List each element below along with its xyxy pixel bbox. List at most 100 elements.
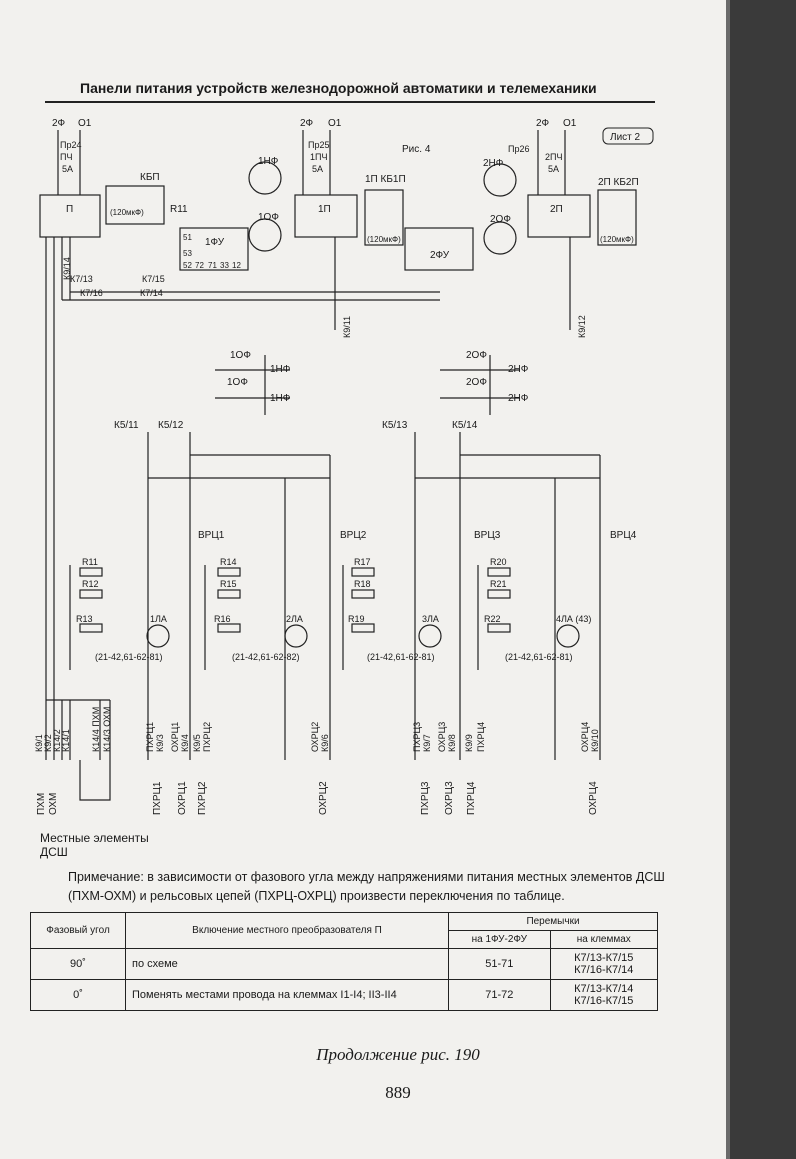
- bottom-terminal: К9/2: [43, 734, 53, 752]
- output-label: ПХРЦ2: [197, 781, 208, 815]
- resistor-label: R18: [354, 579, 371, 589]
- terminal-label: К9/11: [342, 316, 352, 338]
- resistor-label: R11: [82, 557, 98, 567]
- capacitor-label: КБП: [140, 172, 160, 183]
- contact-label: 1НФ: [270, 393, 291, 404]
- terminal-label: К7/15: [142, 274, 165, 284]
- bottom-terminal: К9/1: [34, 734, 44, 752]
- bottom-terminal: ПХРЦ4: [476, 722, 486, 752]
- terminal-label: К7/16: [80, 288, 103, 298]
- cell-terminals: К7/13-К7/14 К7/16-К7/15: [549, 979, 659, 1011]
- capacitance-label: (120мкФ): [367, 235, 401, 244]
- lamp-ref: (21-42,61-62-82): [232, 652, 300, 662]
- pin-label: 12: [232, 261, 241, 270]
- lamp-ref: (21-42,61-62-81): [95, 652, 163, 662]
- fuse-label: Пр25: [308, 140, 330, 150]
- lamp-label: 3ЛА: [422, 614, 439, 624]
- bottom-terminal: К9/3: [155, 734, 165, 752]
- bottom-terminal: К14/2: [52, 729, 62, 752]
- terminal-jumper: К7/13-К7/15: [574, 952, 634, 964]
- output-label: ПХРЦ4: [466, 781, 477, 815]
- terminal-jumper: К7/16-К7/14: [574, 964, 634, 976]
- page-number: 889: [385, 1083, 411, 1102]
- bus-label: О1: [78, 118, 92, 129]
- fuse-label: Пр24: [60, 140, 82, 150]
- capacitor-label: 1П КБ1П: [365, 174, 406, 185]
- bottom-terminal: К14/4 ПХМ: [91, 707, 101, 752]
- contact-label: 1НФ: [270, 364, 291, 375]
- capacitor-label: 2П КБ2П: [598, 177, 639, 188]
- bottom-terminal: К9/6: [320, 734, 330, 752]
- bus-label: 2Ф: [536, 118, 550, 129]
- fuse-label: 1ПЧ: [310, 152, 327, 162]
- output-label: ОХРЦ1: [177, 781, 188, 815]
- local-elements-label: ДСШ: [40, 845, 68, 859]
- terminal-label: К9/14: [62, 257, 72, 280]
- relay-block-label: 2ФУ: [430, 250, 450, 261]
- phase-table: Фазовый угол Включение местного преобраз…: [30, 912, 659, 1011]
- table-row: 90˚ по схеме 51-71 К7/13-К7/15 К7/16-К7/…: [30, 948, 659, 980]
- bottom-terminal: ПХРЦ3: [412, 722, 422, 752]
- col-header-jumpers: Перемычки: [448, 912, 658, 931]
- k5-terminal: К5/13: [382, 420, 408, 431]
- k5-terminal: К5/12: [158, 420, 184, 431]
- motor-label: 2ОФ: [490, 214, 511, 225]
- bottom-terminal: ОХРЦ4: [580, 722, 590, 752]
- cell-angle: 0˚: [30, 979, 126, 1011]
- motor-label: 1ОФ: [258, 212, 279, 223]
- local-elements-label: Местные элементы: [40, 831, 149, 845]
- relay-block-label: 1ФУ: [205, 237, 225, 248]
- resistor-label: R21: [490, 579, 507, 589]
- pin-label: 72: [195, 261, 204, 270]
- bottom-terminal: ОХРЦ1: [170, 722, 180, 752]
- fuse-label: Пр26: [508, 144, 530, 154]
- bottom-terminal: К9/9: [464, 734, 474, 752]
- output-label: ОХРЦ2: [318, 781, 329, 815]
- cell-angle: 90˚: [30, 948, 126, 980]
- bottom-terminal: К14/1: [61, 729, 71, 752]
- resistor-label: R13: [76, 614, 93, 624]
- bus-label: 2Ф: [52, 118, 66, 129]
- bottom-terminal: ПХРЦ2: [202, 722, 212, 752]
- capacitance-label: (120мкФ): [110, 208, 144, 217]
- sheet-label: Лист 2: [610, 132, 641, 143]
- bottom-terminal: ОХРЦ2: [310, 722, 320, 752]
- bus-label: О1: [563, 118, 577, 129]
- bottom-terminal: ОХРЦ3: [437, 722, 447, 752]
- bottom-terminal: К9/10: [590, 729, 600, 752]
- contact-label: 2НФ: [508, 393, 529, 404]
- converter-label: 1П: [318, 204, 331, 215]
- fuse-label: 5А: [312, 164, 323, 174]
- resistor-label: R14: [220, 557, 237, 567]
- cell-terminals: К7/13-К7/15 К7/16-К7/14: [549, 948, 659, 980]
- terminal-label: К7/13: [70, 274, 93, 284]
- bottom-terminal: К9/5: [192, 734, 202, 752]
- motor-label: 1НФ: [258, 156, 279, 167]
- resistor-label: R22: [484, 614, 501, 624]
- bottom-terminal: К9/4: [180, 734, 190, 752]
- terminal-label: К9/12: [577, 315, 587, 338]
- k5-terminal: К5/11: [114, 420, 139, 431]
- figure-label: Рис. 4: [402, 144, 431, 155]
- pin-label: 53: [183, 249, 192, 258]
- col-header-terminals: на клеммах: [549, 930, 659, 949]
- resistor-label: R15: [220, 579, 237, 589]
- cell-fu: 71-72: [448, 979, 551, 1011]
- col-header-action: Включение местного преобразователя П: [125, 912, 449, 949]
- scanner-shadow-strip: [730, 0, 796, 1159]
- motor-label: 2НФ: [483, 158, 504, 169]
- lamp-label: 1ЛА: [150, 614, 167, 624]
- resistor-label: R19: [348, 614, 365, 624]
- resistor-label: R11: [170, 204, 188, 215]
- bus-label: О1: [328, 118, 342, 129]
- table-row: 0˚ Поменять местами провода на клеммах I…: [30, 979, 659, 1011]
- output-label: ПХРЦ3: [420, 781, 431, 815]
- lamp-label: 4ЛА (43): [556, 614, 591, 624]
- fuse-label: ПЧ: [60, 152, 72, 162]
- fuse-label: 5А: [548, 164, 559, 174]
- figure-caption: Продолжение рис. 190: [316, 1045, 480, 1064]
- fuse-label: 2ПЧ: [545, 152, 562, 162]
- bus-label: 2Ф: [300, 118, 314, 129]
- lamp-ref: (21-42,61-62-81): [505, 652, 573, 662]
- resistor-label: R12: [82, 579, 99, 589]
